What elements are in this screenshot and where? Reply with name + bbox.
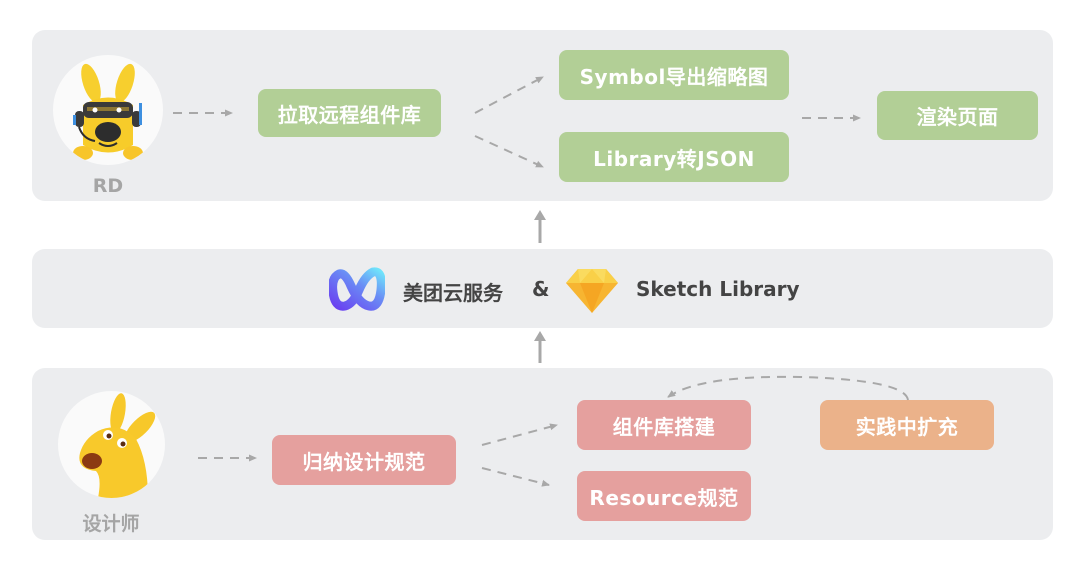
robot-kangaroo-mascot-icon xyxy=(73,63,143,160)
step-render-page[interactable]: 渲染页面 xyxy=(877,91,1038,140)
platform-lane-panel xyxy=(32,249,1053,328)
step-summarize-design-spec[interactable]: 归纳设计规范 xyxy=(272,435,456,485)
meituan-cloud-service-label: 美团云服务 xyxy=(403,281,503,305)
step-symbol-export-thumbnail[interactable]: Symbol导出缩略图 xyxy=(559,50,789,100)
sketch-library-label: Sketch Library xyxy=(636,277,800,301)
designer-lane-panel xyxy=(32,368,1053,540)
rd-avatar xyxy=(53,55,163,165)
step-pull-remote-library[interactable]: 拉取远程组件库 xyxy=(258,89,441,137)
sketch-diamond-icon xyxy=(564,265,620,317)
meituan-cloud-infinity-icon xyxy=(328,264,386,314)
rd-role-label: RD xyxy=(92,175,124,197)
step-build-component-library[interactable]: 组件库搭建 xyxy=(577,400,751,450)
designer-role-label: 设计师 xyxy=(82,513,140,535)
kangaroo-mascot-icon xyxy=(79,393,156,498)
designer-avatar xyxy=(58,391,165,498)
step-resource-spec[interactable]: Resource规范 xyxy=(577,471,751,521)
step-expand-in-practice[interactable]: 实践中扩充 xyxy=(820,400,994,450)
step-library-to-json[interactable]: Library转JSON xyxy=(559,132,789,182)
ampersand-connector: & xyxy=(532,277,550,301)
